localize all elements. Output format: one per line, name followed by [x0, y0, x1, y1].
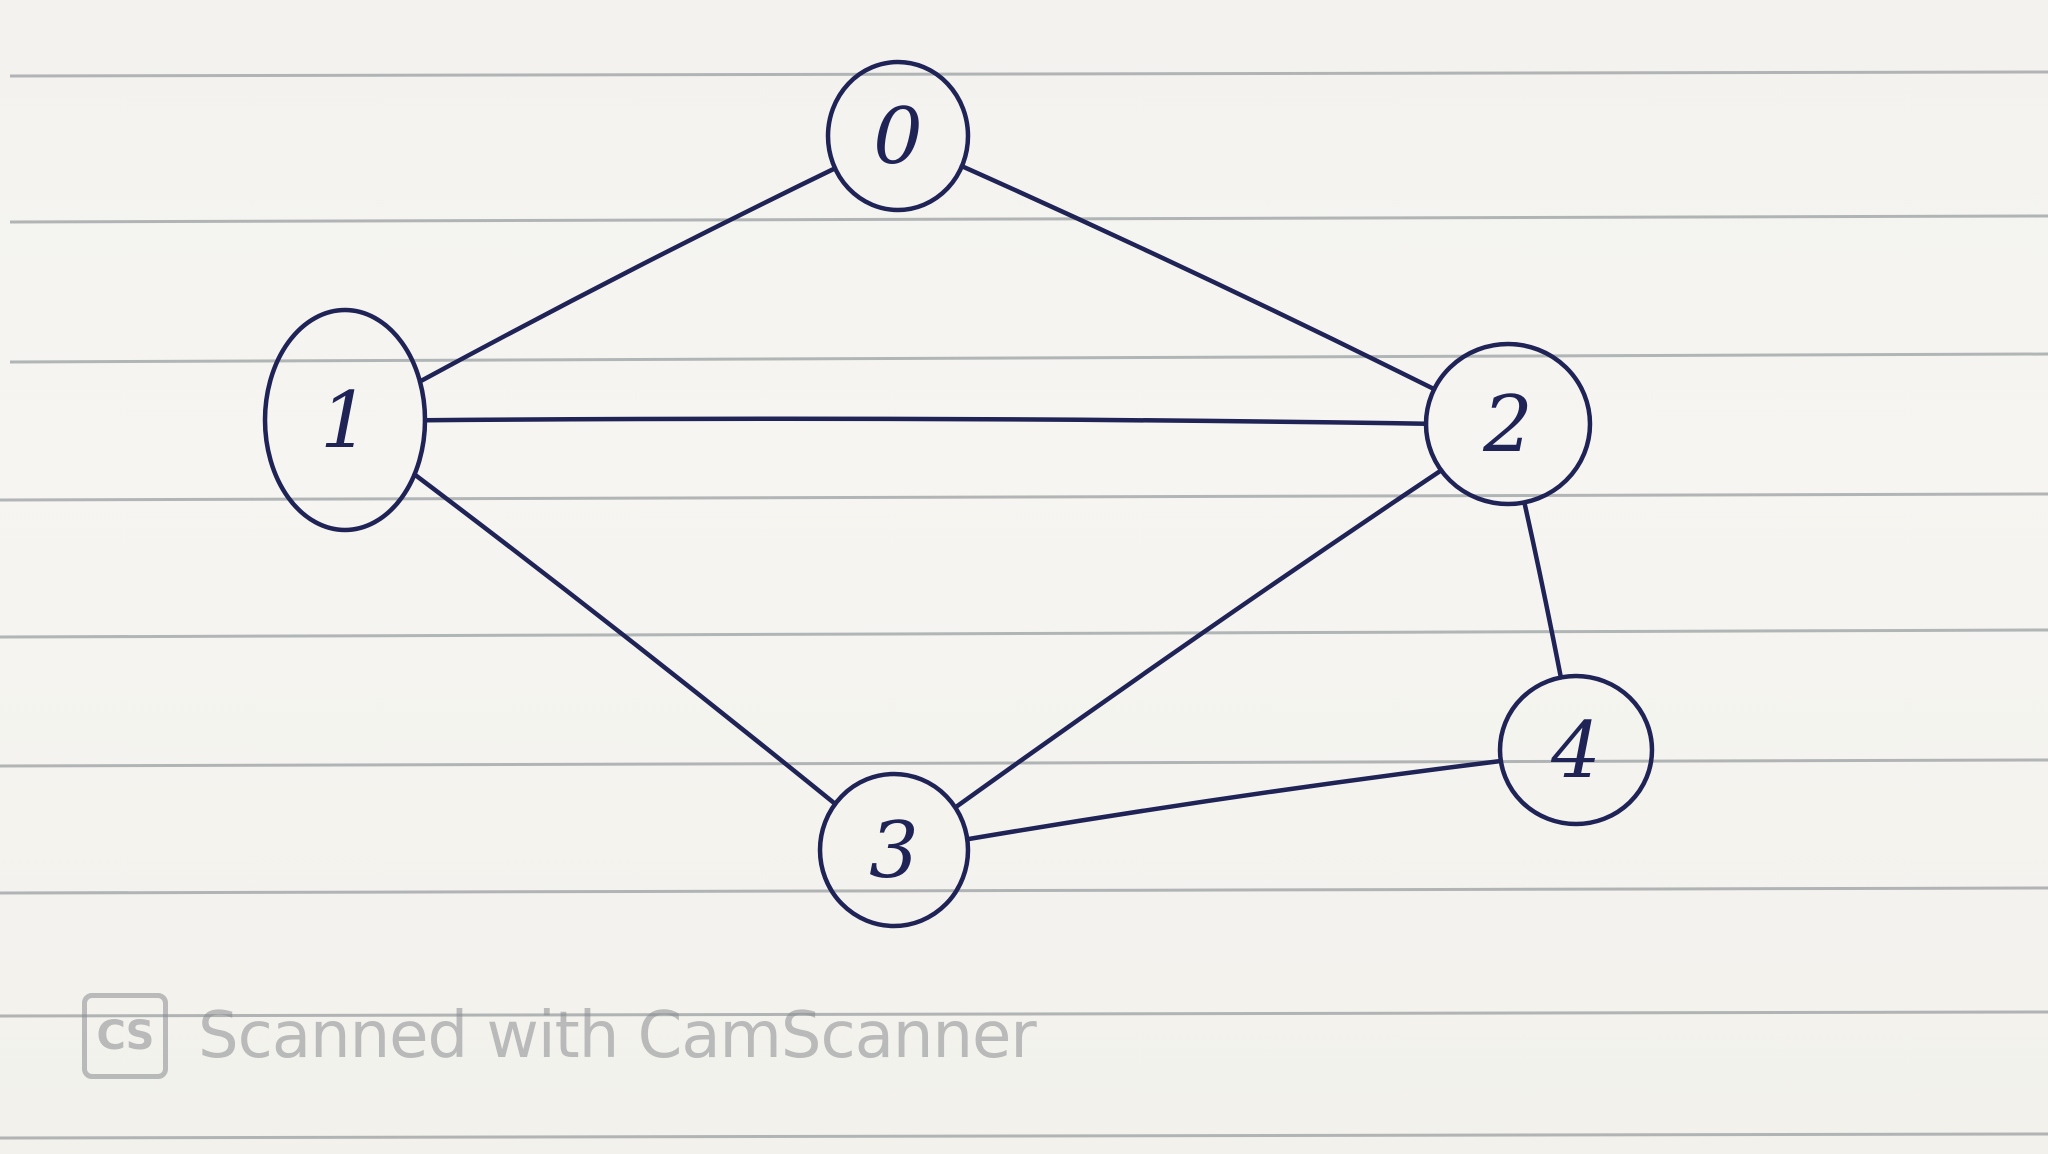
node-1-label: 1 [320, 376, 370, 466]
rule-line [9, 70, 2048, 78]
rule-line [9, 352, 2048, 364]
edge-1-2 [422, 416, 1429, 426]
rule-line [0, 1010, 2048, 1018]
node-4: 4 [1497, 673, 1655, 827]
edge-0-2 [959, 163, 1437, 392]
edge-2-3 [953, 468, 1444, 810]
rule-line [0, 758, 2048, 768]
watermark-text: Scanned with CamScanner [198, 999, 1037, 1073]
camscanner-watermark: CS Scanned with CamScanner [82, 990, 1037, 1082]
node-3-circle [817, 771, 971, 929]
edge-0-1 [417, 166, 838, 384]
camscanner-logo-icon: CS [82, 993, 168, 1079]
node-0-circle [825, 59, 971, 213]
rule-line [0, 886, 2048, 895]
rule-line [0, 492, 2048, 502]
rule-line [0, 628, 2048, 639]
rule-line [9, 214, 2048, 224]
node-3-label: 3 [869, 806, 919, 896]
ruled-lines [0, 70, 2048, 1140]
node-4-label: 4 [1550, 706, 1601, 796]
edge-3-4 [965, 758, 1504, 842]
node-2-circle [1423, 341, 1593, 507]
node-2: 2 [1423, 341, 1593, 507]
edge-2-4 [1522, 500, 1564, 680]
node-1-circle [262, 307, 428, 533]
graph-nodes: 0 1 2 3 4 [262, 59, 1655, 929]
node-0-label: 0 [873, 92, 923, 182]
node-2-label: 2 [1482, 380, 1533, 470]
edge-1-3 [412, 472, 838, 807]
node-4-circle [1497, 673, 1655, 827]
node-3: 3 [817, 771, 971, 929]
graph-edges [412, 163, 1564, 842]
rule-line [0, 1132, 2048, 1140]
node-0: 0 [825, 59, 971, 213]
node-1: 1 [262, 307, 428, 533]
